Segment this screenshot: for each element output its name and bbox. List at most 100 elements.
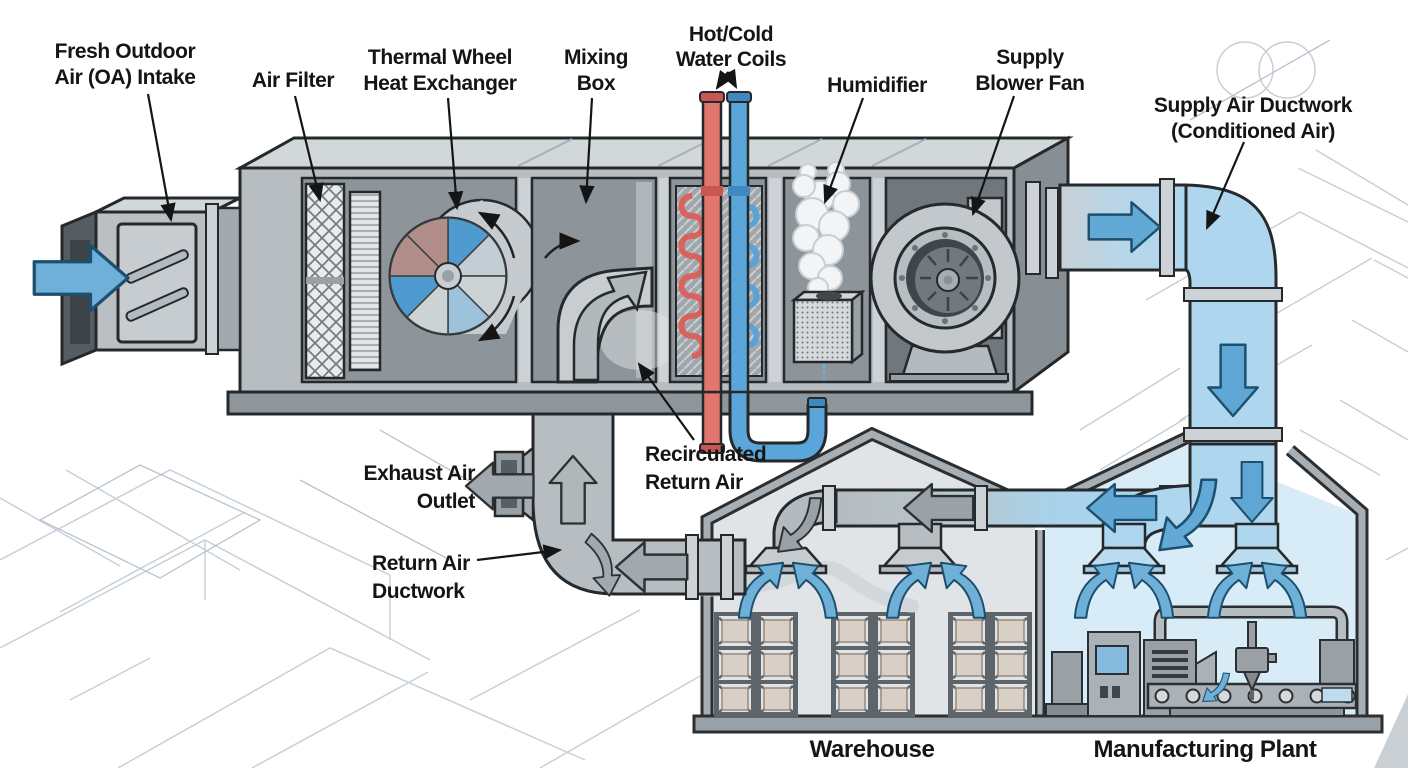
label-return-duct: Return Air xyxy=(372,552,470,575)
leader-fresh-outdoor xyxy=(146,93,176,223)
duct-flange xyxy=(1159,178,1175,277)
machine-column xyxy=(1319,639,1355,689)
hot-pipe-cap xyxy=(699,443,725,454)
duct-flange xyxy=(974,485,988,531)
label-return-duct-2: Ductwork xyxy=(372,580,465,603)
cabinet-button xyxy=(1112,686,1120,698)
supply-riser xyxy=(1234,522,1280,550)
robot-head xyxy=(1235,647,1269,673)
cold-pipe-top-cap xyxy=(726,91,752,103)
label-thermal-wheel-2: Heat Exchanger xyxy=(363,72,516,95)
label-fresh-outdoor-air-intake-2: Air (OA) Intake xyxy=(54,66,195,89)
duct-flange xyxy=(720,534,734,600)
corner-wedge-shape xyxy=(1374,694,1408,768)
intake-collar xyxy=(214,206,242,352)
label-water-coils: Hot/Cold xyxy=(689,23,773,46)
label-water-coils-2: Water Coils xyxy=(676,48,786,71)
leader-supply-fan xyxy=(971,95,1016,217)
label-exhaust-outlet: Exhaust Air xyxy=(363,462,475,485)
wheel-rotation-arrow-icon xyxy=(477,295,516,342)
mixing-flow-arrow-icon xyxy=(572,270,648,382)
label-supply-fan: Supply xyxy=(996,46,1064,69)
duct-flange xyxy=(1183,427,1283,442)
fan-base-plate xyxy=(889,373,1009,382)
hot-pipe xyxy=(701,98,723,394)
label-supply-fan-2: Blower Fan xyxy=(975,72,1084,95)
label-supply-duct-2: (Conditioned Air) xyxy=(1171,120,1335,143)
leader-air-filter xyxy=(293,95,324,203)
label-mixing-box-2: Box xyxy=(577,72,616,95)
fan-bolts xyxy=(899,232,991,324)
supply-air-ductwork xyxy=(1058,178,1283,446)
label-supply-duct: Supply Air Ductwork xyxy=(1154,94,1353,117)
robot-mount-rod xyxy=(1247,621,1257,651)
supply-duct-elbow xyxy=(1184,183,1278,302)
label-recirculated-2: Return Air xyxy=(645,471,743,494)
damper-blade xyxy=(125,287,189,322)
leader-cold-pipe xyxy=(721,68,738,89)
air-filter-frame-bar xyxy=(306,277,344,284)
robot-stub xyxy=(1267,653,1277,663)
duct-flange xyxy=(1183,287,1283,302)
supply-bell-lip xyxy=(1082,564,1166,575)
label-thermal-wheel: Thermal Wheel xyxy=(368,46,512,69)
machine-vents xyxy=(1152,650,1188,678)
building-floor xyxy=(692,714,1384,734)
leader-recirculated xyxy=(637,362,695,441)
leader-mixing-box xyxy=(579,97,595,205)
mixing-small-arrow-icon xyxy=(544,232,581,259)
supply-bell-lip xyxy=(1215,564,1299,575)
label-fresh-outdoor-air-intake: Fresh Outdoor xyxy=(55,40,196,63)
label-humidifier: Humidifier xyxy=(827,74,927,97)
label-manufacturing-plant: Manufacturing Plant xyxy=(1093,736,1316,763)
robot-nozzle xyxy=(1242,671,1262,693)
machine-pipe xyxy=(1156,608,1346,660)
leader-supply-duct xyxy=(1205,141,1246,231)
mixing-mist xyxy=(600,310,680,370)
supply-blower-fan xyxy=(869,196,1021,382)
leader-return-duct xyxy=(476,544,563,562)
control-screen xyxy=(1095,645,1129,675)
label-air-filter: Air Filter xyxy=(252,69,335,92)
pleated-filter xyxy=(348,190,382,372)
hot-pipe-lower xyxy=(701,390,723,448)
thermal-wheel-sectors xyxy=(389,217,507,335)
hot-pipe-band xyxy=(701,186,723,196)
humidifier-unit xyxy=(790,289,866,380)
label-exhaust-outlet-2: Outlet xyxy=(417,490,476,513)
machine-pedestal-base xyxy=(1045,703,1089,717)
leader-humidifier xyxy=(823,97,865,205)
label-warehouse: Warehouse xyxy=(810,736,935,763)
ahu-top-face xyxy=(234,136,1074,170)
discharge-flange xyxy=(1045,187,1059,279)
cold-pipe-cap xyxy=(807,397,827,408)
intake-flange xyxy=(205,203,219,355)
cold-pipe-band xyxy=(728,186,750,196)
discharge-flange xyxy=(1025,181,1041,275)
label-mixing-box: Mixing xyxy=(564,46,628,69)
labels: Fresh Outdoor Air (OA) Intake Air Filter… xyxy=(54,23,1353,763)
diffuser-riser xyxy=(897,522,943,550)
conveyor-base xyxy=(1169,707,1345,717)
cabinet-button xyxy=(1100,686,1108,698)
ahu-cabinet xyxy=(226,135,1074,416)
cold-pipe-ubend xyxy=(731,392,825,460)
water-pipes xyxy=(699,91,828,463)
hot-coil-serpentine xyxy=(678,193,706,359)
robot-tip xyxy=(1250,690,1254,700)
manufacturing-machines xyxy=(1045,605,1358,717)
hot-pipe-top-cap xyxy=(699,91,725,103)
conveyor-display xyxy=(1321,687,1353,703)
leader-hot-pipe xyxy=(715,70,733,90)
leader-thermal-wheel xyxy=(446,97,464,211)
duct-flange xyxy=(822,485,836,531)
diffuser-bells xyxy=(744,546,1299,575)
label-recirculated: Recirculated xyxy=(645,443,766,466)
leader-lines xyxy=(146,68,1246,562)
wheel-rotation-arrow-icon xyxy=(477,211,516,259)
blueprint-background-sketch xyxy=(0,41,1408,768)
cold-pipe xyxy=(728,98,750,394)
ahu-base xyxy=(226,390,1034,416)
